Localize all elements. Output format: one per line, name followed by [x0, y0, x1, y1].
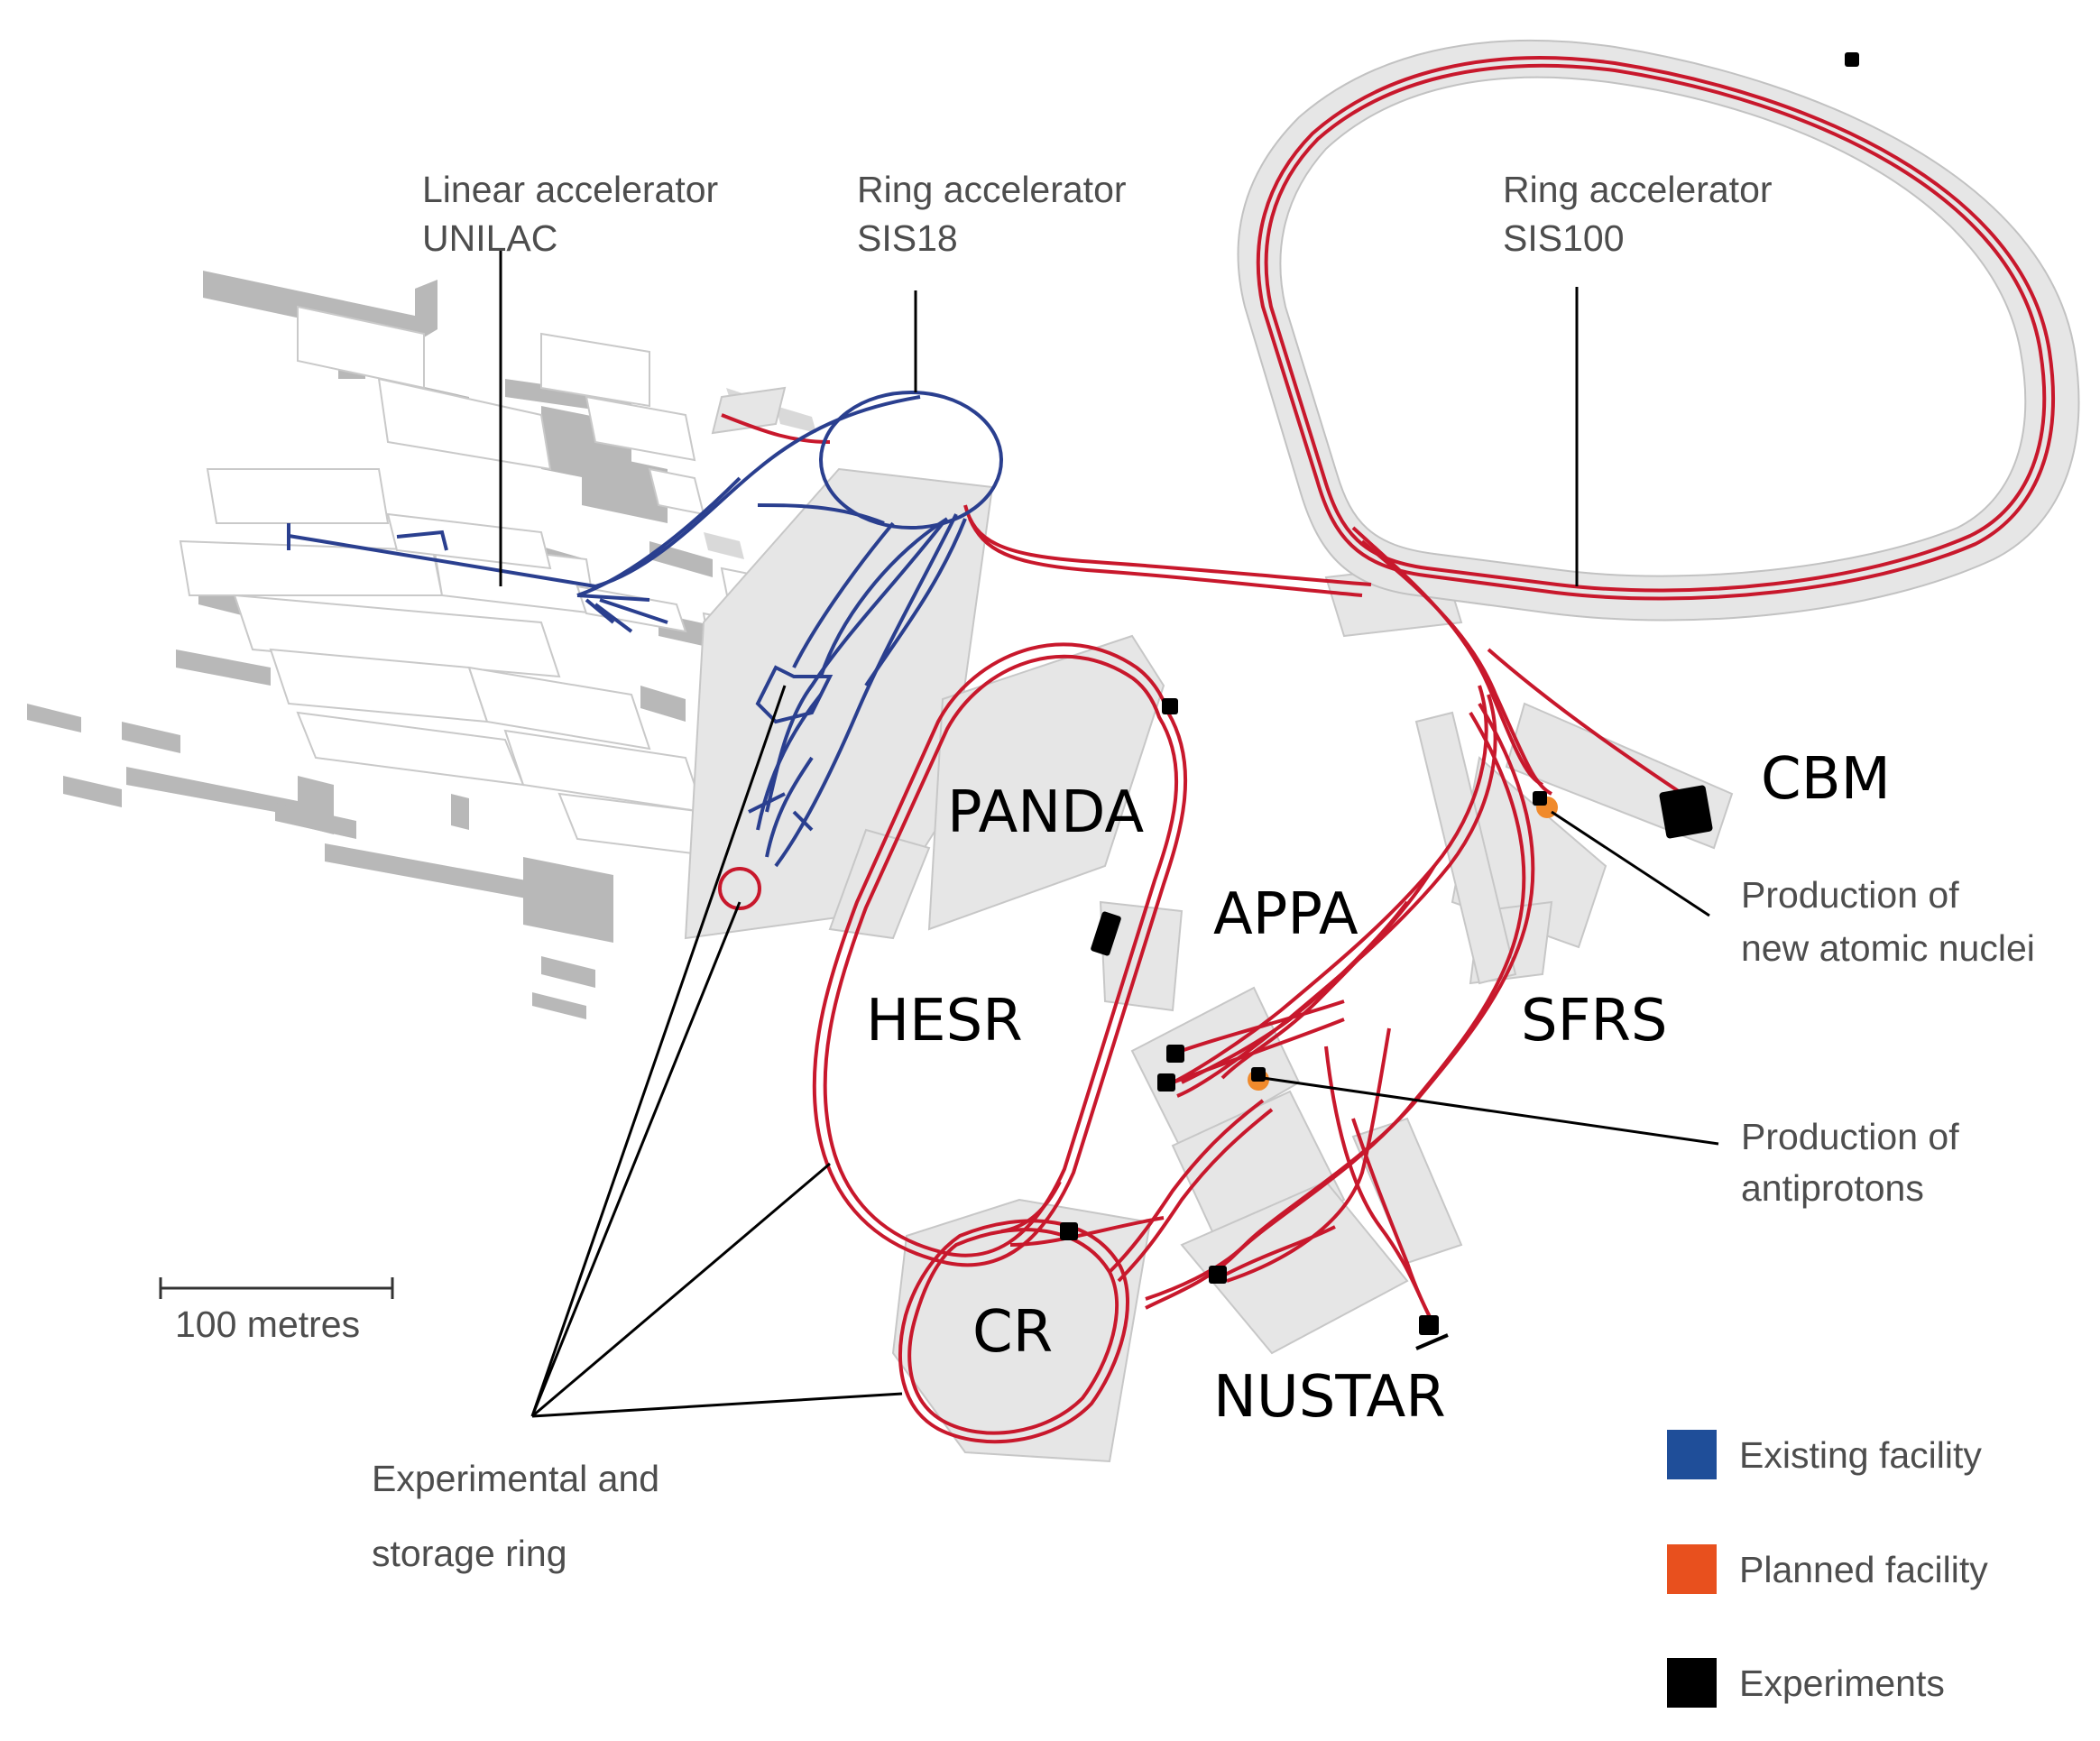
unilac-label-line1: Linear accelerator	[422, 169, 719, 210]
cr-label: CR	[972, 1299, 1054, 1366]
hesr-label: HESR	[866, 988, 1023, 1055]
antiprotons-label-line1: Production of	[1741, 1116, 1959, 1157]
appa-marker-2	[1157, 1073, 1175, 1092]
rings-label-line1: Experimental and	[372, 1458, 660, 1499]
sfrs-label: SFRS	[1521, 988, 1668, 1055]
scale-label: 100 metres	[175, 1303, 361, 1345]
planned-beamlines	[718, 56, 2055, 1444]
appa-label: APPA	[1213, 881, 1359, 948]
panda-target	[1091, 911, 1121, 956]
legend-label-existing: Existing facility	[1739, 1434, 1982, 1476]
panda-label: PANDA	[947, 779, 1145, 846]
hesr-marker	[1162, 698, 1178, 714]
existing-beamlines	[287, 391, 1003, 868]
nustar-label: NUSTAR	[1213, 1364, 1446, 1431]
sis100-label-line2: SIS100	[1503, 217, 1625, 259]
legend-label-planned: Planned facility	[1739, 1549, 1988, 1590]
cbm-label: CBM	[1761, 746, 1891, 813]
legend-swatch-planned	[1667, 1544, 1717, 1594]
leader-lines	[499, 248, 1719, 1418]
legend-swatch-experiments	[1667, 1658, 1717, 1708]
cr-marker	[1060, 1222, 1078, 1240]
sis18-label-line1: Ring accelerator	[857, 169, 1127, 210]
nuclei-label-line1: Production of	[1741, 874, 1959, 916]
experiment-markers	[1060, 52, 1859, 1350]
unilac-label-line2: UNILAC	[422, 217, 558, 259]
cbm-detector	[1659, 785, 1713, 839]
sis100-label-line1: Ring accelerator	[1503, 169, 1773, 210]
nuclei-label-line2: new atomic nuclei	[1741, 927, 2035, 969]
sis100-marker	[1845, 52, 1859, 67]
production-targets	[1248, 791, 1558, 1091]
antiprotons-label-line2: antiprotons	[1741, 1167, 1924, 1209]
legend-label-experiments: Experiments	[1739, 1663, 1945, 1704]
scale-bar	[159, 1277, 394, 1299]
rings-label-line2: storage ring	[372, 1533, 567, 1574]
sis100-ring-tunnel	[1237, 39, 2080, 622]
nustar-marker-1	[1209, 1266, 1227, 1284]
legend-swatch-existing	[1667, 1430, 1717, 1479]
nustar-marker-2	[1419, 1315, 1439, 1335]
sis18-label-line2: SIS18	[857, 217, 958, 259]
appa-marker-1	[1166, 1045, 1184, 1063]
